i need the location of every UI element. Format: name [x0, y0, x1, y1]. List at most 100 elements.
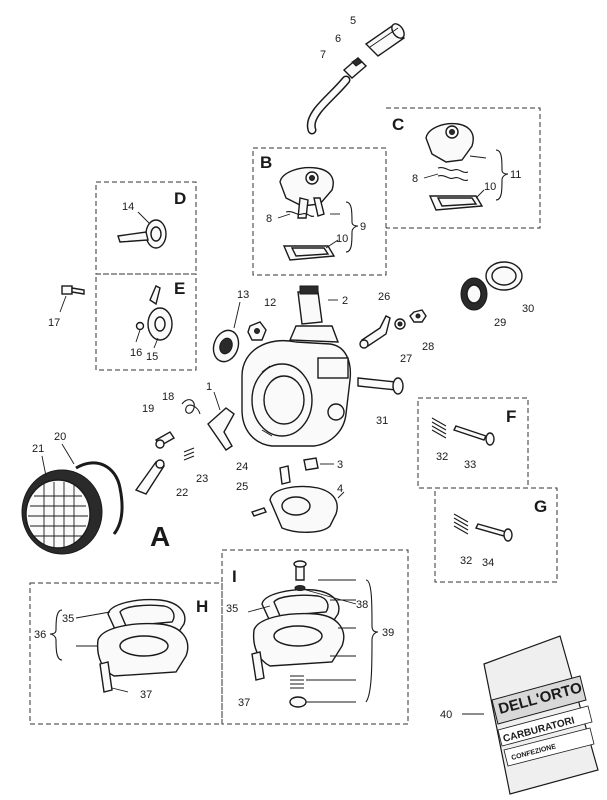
label-1: 1: [206, 381, 212, 393]
letter-e: E: [174, 279, 185, 298]
letter-a: A: [150, 521, 170, 552]
label-26: 26: [378, 291, 390, 303]
label-40: 40: [440, 709, 452, 721]
label-28: 28: [422, 341, 434, 353]
label-32-g: 32: [460, 555, 472, 567]
group-g-parts: [453, 513, 513, 542]
label-3: 3: [337, 459, 343, 471]
part-20-clamp: [61, 443, 124, 535]
label-17: 17: [48, 317, 60, 329]
label-33: 33: [464, 459, 476, 471]
label-27: 27: [400, 353, 412, 365]
group-letter-labels: A B C D E F G H I: [150, 115, 547, 616]
label-20: 20: [54, 431, 66, 443]
label-39: 39: [382, 627, 394, 639]
box-f: [417, 397, 529, 489]
label-5: 5: [350, 15, 356, 27]
label-25: 25: [236, 481, 248, 493]
label-4: 4: [337, 483, 343, 495]
part-12-nut: [247, 321, 267, 341]
label-15: 15: [146, 351, 158, 363]
letter-d: D: [174, 189, 186, 208]
group-d-parts: [117, 211, 167, 249]
part-30-sleeve: [485, 261, 523, 291]
label-19: 19: [142, 403, 154, 415]
label-24: 24: [236, 461, 248, 473]
part-26-lever: [359, 315, 391, 349]
part-25-pin: [251, 507, 267, 517]
label-13: 13: [237, 289, 249, 301]
part-7-hose: [306, 75, 351, 135]
group-i-parts: [247, 560, 379, 708]
label-9: 9: [360, 221, 366, 233]
part-5-cap: [364, 23, 406, 57]
label-37-i: 37: [238, 697, 250, 709]
label-18: 18: [162, 391, 174, 403]
part-6-nipple: [342, 57, 368, 79]
filter-mesh: [28, 482, 88, 548]
part-31-screw: [357, 377, 404, 395]
group-boxes: [29, 107, 558, 725]
label-29: 29: [494, 317, 506, 329]
part-3-plug: [303, 457, 334, 471]
label-7: 7: [320, 49, 326, 61]
group-e-parts: [135, 285, 173, 349]
box-b: [252, 147, 387, 276]
part-23-spring: [183, 447, 195, 461]
part-27-washer: [394, 318, 406, 330]
part-40-bag: DELL'ORTO CARBURATORI CONFEZIONE: [462, 635, 599, 795]
letter-c: C: [392, 115, 404, 134]
part-18-spring: [181, 399, 201, 415]
part-1-lever: [207, 391, 235, 451]
label-16: 16: [130, 347, 142, 359]
part-28-nut: [409, 309, 427, 323]
part-4-float-bowl: [269, 485, 345, 533]
part-21-air-filter: [21, 455, 103, 555]
label-32-f: 32: [436, 451, 448, 463]
label-14: 14: [122, 201, 134, 213]
part-22-lever: [134, 459, 166, 495]
label-34: 34: [482, 557, 494, 569]
group-b-parts: [277, 166, 359, 261]
label-30: 30: [522, 303, 534, 315]
box-i: [221, 549, 409, 725]
label-35-i: 35: [226, 603, 238, 615]
box-e: [95, 273, 197, 371]
part-19-screw: [155, 431, 175, 449]
group-h-parts: [49, 598, 189, 693]
label-8-c: 8: [412, 173, 418, 185]
part-13-slide: [212, 301, 241, 363]
label-37-h: 37: [140, 689, 152, 701]
part-17-screw: [59, 285, 85, 313]
label-10-b: 10: [336, 233, 348, 245]
letter-b: B: [260, 153, 272, 172]
group-f-parts: [431, 417, 495, 446]
label-35-h: 35: [62, 613, 74, 625]
part-29-seal: [460, 277, 488, 311]
label-23: 23: [196, 473, 208, 485]
label-31: 31: [376, 415, 388, 427]
part-number-labels: 1 2 3 4 5 6 7 8 8 9 10 10 11 12 13 14 15…: [32, 15, 534, 721]
label-11: 11: [510, 169, 521, 181]
letter-i: I: [232, 567, 237, 586]
label-6: 6: [335, 33, 341, 45]
label-22: 22: [176, 487, 188, 499]
label-21: 21: [32, 443, 44, 455]
box-g: [434, 487, 558, 583]
label-2: 2: [342, 295, 348, 307]
group-c-parts: [423, 122, 509, 211]
letter-g: G: [534, 497, 547, 516]
letter-h: H: [196, 597, 208, 616]
box-c: [386, 107, 541, 229]
label-38: 38: [356, 599, 368, 611]
part-2-cap: [297, 285, 338, 325]
label-36: 36: [34, 629, 46, 641]
letter-f: F: [506, 407, 516, 426]
label-8-b: 8: [266, 213, 272, 225]
label-10-c: 10: [484, 181, 496, 193]
carburetor-body: [241, 325, 352, 447]
part-24-jet: [279, 465, 291, 485]
label-12: 12: [264, 297, 276, 309]
